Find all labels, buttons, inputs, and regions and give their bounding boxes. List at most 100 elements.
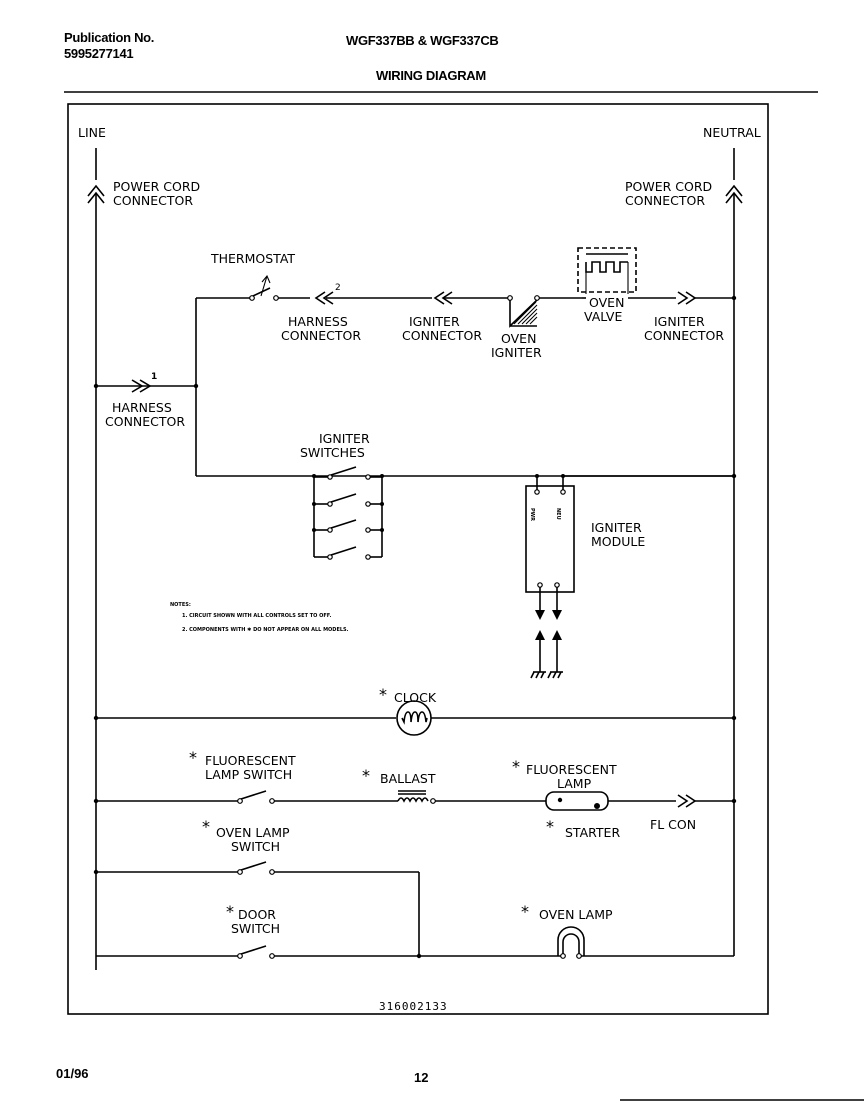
fluorescent-lamp-line2: LAMP <box>557 776 592 791</box>
note-1: 1. CIRCUIT SHOWN WITH ALL CONTROLS SET T… <box>182 613 331 619</box>
junction-dot <box>731 473 737 479</box>
harness-connector-top-symbol <box>314 291 326 305</box>
igniter-switch <box>314 466 382 480</box>
junction-dot <box>561 474 565 478</box>
door-switch-line2: SWITCH <box>231 921 280 936</box>
door-switch-contact <box>237 953 243 959</box>
fl-lamp-asterisk: * <box>512 757 520 776</box>
spark-electrode-arrow <box>552 610 562 620</box>
fl-switch-contact <box>237 798 243 804</box>
fl-con-label: FL CON <box>650 817 696 832</box>
ballast-asterisk: * <box>362 766 370 785</box>
fl-switch-asterisk: * <box>189 748 197 767</box>
power-cord-connector-left-symbol <box>87 184 105 197</box>
oven-lamp-terminal <box>560 953 566 959</box>
junction-dot <box>731 295 737 301</box>
starter-asterisk: * <box>546 817 554 836</box>
power-cord-connector-right-symbol-2 <box>725 191 743 204</box>
oven-lamp-switch-asterisk: * <box>202 817 210 836</box>
fluorescent-lamp-switch-line1: FLUORESCENT <box>205 753 296 768</box>
junction-dot <box>93 869 99 875</box>
oven-lamp-switch-contact <box>269 869 275 875</box>
junction-dot <box>93 383 99 389</box>
thermostat-switch-blade <box>252 287 271 297</box>
igniter-hatch <box>521 308 538 325</box>
fluorescent-lamp-line1: FLUORESCENT <box>526 762 617 777</box>
thermostat-contact <box>249 295 255 301</box>
harness-connector-left-symbol-2 <box>139 379 152 393</box>
igniter-switch <box>314 519 382 533</box>
igniter-connector-right-line1: IGNITER <box>654 314 705 329</box>
publication-number: 5995277141 <box>64 46 134 61</box>
oven-valve-line2: VALVE <box>584 309 622 324</box>
junction-dot <box>731 715 737 721</box>
fl-switch-blade <box>240 790 267 800</box>
spark-ground-arrow <box>552 630 562 640</box>
clock-motor-coil <box>401 711 428 725</box>
oven-lamp-bulb <box>562 933 580 956</box>
harness-connector-left-symbol <box>131 379 144 393</box>
spark-electrode-arrow <box>535 610 545 620</box>
page-title: WIRING DIAGRAM <box>376 68 486 83</box>
module-terminal <box>537 582 543 588</box>
junction-dot <box>312 474 316 478</box>
thermostat-label: THERMOSTAT <box>210 251 295 266</box>
starter-contact <box>594 803 600 809</box>
line-label: LINE <box>78 125 106 140</box>
note-2: 2. COMPONENTS WITH ✱ DO NOT APPEAR ON AL… <box>182 627 349 633</box>
model-numbers: WGF337BB & WGF337CB <box>346 33 499 48</box>
harness-connector-top-line2: CONNECTOR <box>281 328 361 343</box>
junction-dot <box>380 474 384 478</box>
oven-lamp-switch-line2: SWITCH <box>231 839 280 854</box>
fl-switch-contact <box>269 798 275 804</box>
igniter-connector-top-line2: CONNECTOR <box>402 328 482 343</box>
oven-lamp-label: OVEN LAMP <box>539 907 613 922</box>
oven-valve-housing <box>577 247 637 293</box>
igniter-connector-top-symbol <box>433 291 445 305</box>
thermostat-adjust-arrow <box>260 275 268 297</box>
junction-dot <box>535 474 539 478</box>
clock-label: CLOCK <box>394 690 437 705</box>
power-cord-left-line1: POWER CORD <box>113 179 200 194</box>
oven-lamp-glass <box>557 926 585 956</box>
junction-dot <box>312 528 316 532</box>
fl-con-connector-symbol <box>677 794 689 808</box>
igniter-hatch <box>525 312 538 325</box>
harness-connector-top-line1: HARNESS <box>288 314 348 329</box>
thermostat-contact <box>273 295 279 301</box>
starter-label: STARTER <box>565 825 620 840</box>
power-cord-left-line2: CONNECTOR <box>113 193 193 208</box>
oven-valve-coil <box>585 261 628 273</box>
igniter-terminal <box>534 295 540 301</box>
junction-dot <box>93 798 99 804</box>
door-switch-blade <box>240 945 267 955</box>
igniter-terminal <box>507 295 513 301</box>
power-cord-connector-right-symbol <box>725 184 743 197</box>
module-terminal <box>554 582 560 588</box>
neutral-label: NEUTRAL <box>703 125 761 140</box>
oven-lamp-switch-contact <box>237 869 243 875</box>
oven-lamp-asterisk: * <box>521 902 529 921</box>
oven-igniter-line2: IGNITER <box>491 345 542 360</box>
junction-dot <box>731 798 737 804</box>
igniter-module-line1: IGNITER <box>591 520 642 535</box>
pin-1-label: 1 <box>151 372 157 382</box>
igniter-hatch <box>517 304 538 325</box>
spark-ground-arrow <box>535 630 545 640</box>
igniter-module-line2: MODULE <box>591 534 645 549</box>
junction-dot <box>380 502 384 506</box>
harness-connector-left-line2: CONNECTOR <box>105 414 185 429</box>
igniter-switch <box>314 493 382 507</box>
igniter-connector-top-line1: IGNITER <box>409 314 460 329</box>
clock-asterisk: * <box>379 685 387 704</box>
ballast-coil <box>397 797 429 803</box>
diagram-frame <box>67 103 769 1015</box>
igniter-hatch <box>529 316 538 325</box>
oven-igniter-line1: OVEN <box>501 331 536 346</box>
door-switch-asterisk: * <box>226 902 234 921</box>
oven-lamp-terminal <box>576 953 582 959</box>
door-switch-line1: DOOR <box>238 907 276 922</box>
harness-connector-top-symbol-2 <box>322 291 334 305</box>
footer-date: 01/96 <box>56 1066 89 1081</box>
